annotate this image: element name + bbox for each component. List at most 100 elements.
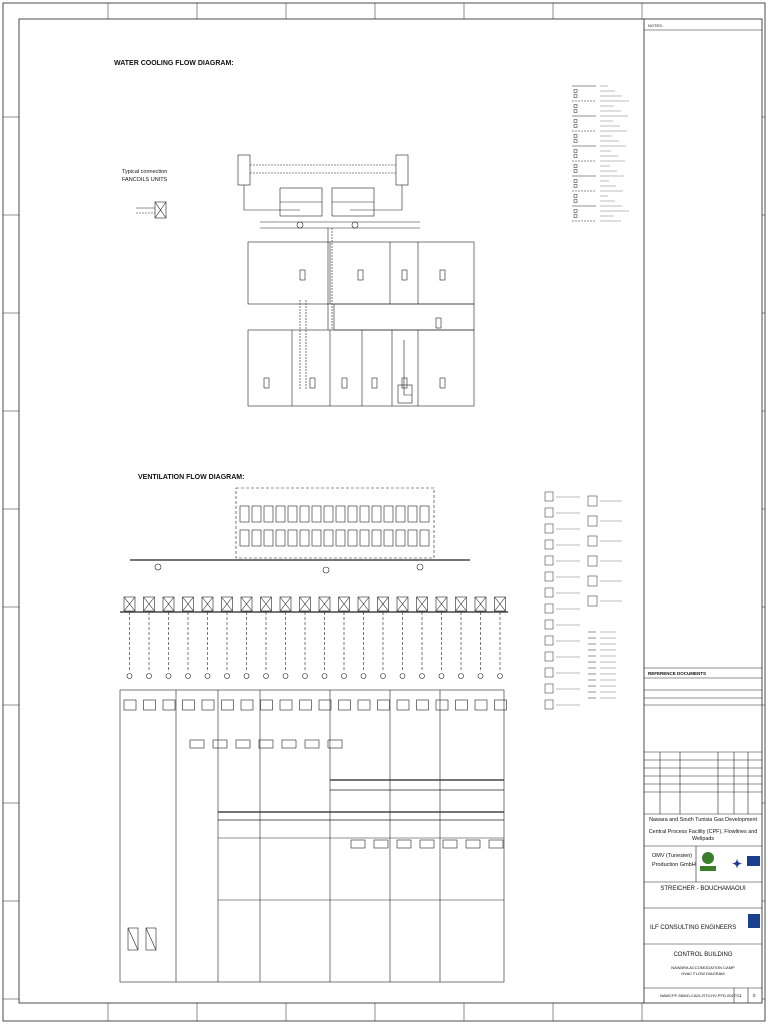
legend-symbol <box>573 134 578 138</box>
legend-symbol <box>544 523 554 534</box>
legend-symbol <box>573 154 578 158</box>
grid-ticks <box>3 3 765 1021</box>
legend-symbol <box>573 169 578 173</box>
legend-symbol <box>544 571 554 582</box>
fan-unit <box>396 596 409 612</box>
ahu-section <box>323 529 334 547</box>
damper-symbol <box>419 673 425 679</box>
damper-symbol <box>185 673 191 679</box>
legend-symbol <box>573 89 578 93</box>
diffuser-symbol <box>435 699 449 711</box>
legend-symbol <box>544 587 554 598</box>
legend-symbol <box>573 199 578 203</box>
legend-symbol <box>573 194 578 198</box>
legend-symbol <box>544 699 554 710</box>
legend-symbol <box>573 184 578 188</box>
room-equipment <box>281 739 297 749</box>
damper-symbol <box>282 673 289 679</box>
ahu-section <box>383 529 394 547</box>
contractor-name: STREICHER - BOUCHAMAOUI <box>660 886 746 892</box>
legend-symbol <box>573 104 578 108</box>
damper-symbol <box>165 673 172 679</box>
ahu-section <box>347 529 358 547</box>
ahu-section <box>323 505 334 523</box>
typical-fancoil-connection <box>136 201 167 219</box>
diffuser-symbol <box>123 699 137 711</box>
bouchamaoui-logo <box>702 852 714 864</box>
typical-connection-label-line2: FANCOILS UNITS <box>122 177 168 183</box>
sub-title-2: HVAC FLOW DIAGRAM <box>681 971 725 976</box>
diffuser-symbol <box>338 699 351 711</box>
room-equipment <box>350 839 366 849</box>
fan-unit <box>474 596 487 612</box>
diffuser-symbol <box>201 699 215 711</box>
building-title: CONTROL BUILDING <box>673 952 733 958</box>
legend-symbol <box>544 603 554 614</box>
client-logos: ✦ <box>700 852 760 928</box>
fan-unit <box>162 596 175 612</box>
legend-symbol <box>573 124 578 128</box>
ahu-section <box>347 505 358 523</box>
damper-symbol <box>204 673 211 679</box>
water-cooling-diagram <box>237 154 475 407</box>
ahu-section <box>287 529 298 547</box>
ahu-section <box>311 505 322 523</box>
legend-symbol <box>544 667 554 678</box>
ilf-logo <box>748 914 760 928</box>
room-equipment <box>465 839 481 849</box>
legend-symbol <box>573 139 578 143</box>
damper-symbol <box>458 673 464 679</box>
diffuser-symbol <box>474 699 488 711</box>
room-equipment <box>442 839 458 849</box>
fan-unit <box>435 596 448 612</box>
legend-symbol <box>587 595 598 607</box>
diffuser-symbol <box>416 699 429 711</box>
fan-unit <box>494 596 506 612</box>
room-equipment <box>258 739 274 749</box>
fan-unit <box>279 596 292 612</box>
legend-symbol <box>587 535 598 547</box>
diffuser-symbol <box>299 699 312 711</box>
ahu-section <box>371 505 382 523</box>
damper-symbol <box>243 673 250 679</box>
ahu-section <box>335 529 346 547</box>
damper-symbol <box>302 673 308 679</box>
ahu-section <box>359 529 370 547</box>
ahu-section <box>287 505 298 523</box>
fan-unit <box>299 596 311 612</box>
fan-unit <box>338 596 350 612</box>
legend-symbol <box>544 683 554 694</box>
fan-unit <box>377 596 389 612</box>
client-name-line2: Production GmbH <box>652 862 696 868</box>
ahu-section <box>371 529 382 547</box>
damper-symbol <box>477 673 484 679</box>
damper-symbol <box>263 673 269 679</box>
legend-symbol <box>573 164 578 168</box>
legend-symbol <box>587 555 598 567</box>
ahu-section <box>335 505 346 523</box>
ahu-section <box>263 529 274 547</box>
inner-border <box>18 18 763 1004</box>
reference-documents-header: REFERENCE DOCUMENTS <box>648 671 707 676</box>
damper-symbol <box>438 673 445 679</box>
ahu-section <box>299 529 310 547</box>
fan-unit <box>182 596 194 612</box>
fan-unit <box>318 596 331 612</box>
ahu-section <box>275 505 286 523</box>
diffuser-symbol <box>357 699 371 711</box>
ahu-section <box>251 505 262 523</box>
ahu-section <box>311 529 322 547</box>
diffuser-symbol <box>182 699 195 711</box>
ahu-section <box>299 505 310 523</box>
project-title-line2: Central Process Facility (CPF), Flowline… <box>648 829 758 842</box>
ahu-section <box>383 505 394 523</box>
damper-symbol <box>321 673 328 679</box>
damper-symbol <box>380 673 386 679</box>
fan-unit <box>455 596 467 612</box>
ahu-section <box>275 529 286 547</box>
diffuser-symbol <box>494 699 507 711</box>
diffuser-symbol <box>221 699 234 711</box>
water-cooling-title: WATER COOLING FLOW DIAGRAM: <box>114 60 234 67</box>
fan-unit <box>260 596 272 612</box>
